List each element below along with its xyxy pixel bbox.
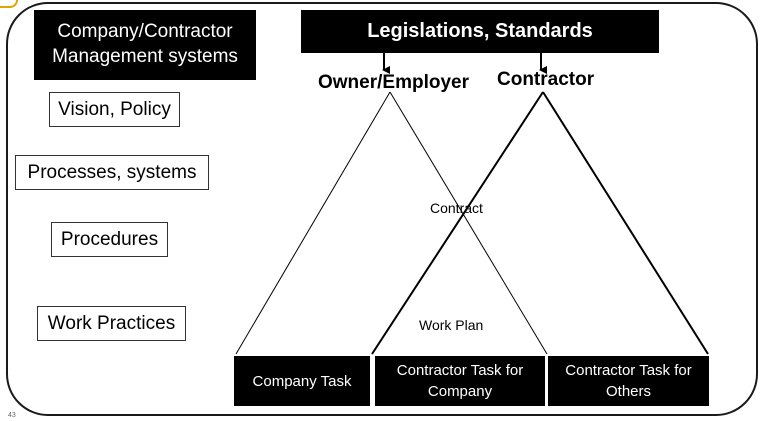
- level-procedures: Procedures: [51, 222, 168, 257]
- contractor-task-company-line-2: Company: [427, 383, 493, 400]
- contractor-label: Contractor: [497, 69, 595, 90]
- owner-triangle-right: [389, 91, 548, 355]
- level-vision-policy: Vision, Policy: [49, 92, 180, 127]
- management-line-1: Company/Contractor: [57, 21, 233, 43]
- work-plan-label: Work Plan: [419, 317, 484, 333]
- level-work-practices: Work Practices: [37, 306, 186, 341]
- level-processes-systems: Processes, systems: [15, 155, 209, 190]
- legislations-standards-box: Legislations, Standards: [301, 10, 659, 53]
- contract-label: Contract: [430, 200, 483, 216]
- contractor-task-others-line-2: Others: [605, 383, 651, 400]
- owner-employer-label: Owner/Employer: [318, 72, 469, 93]
- rounded-frame: [6, 2, 758, 416]
- page-number: 43: [8, 412, 16, 419]
- contractor-task-company-line-1: Contractor Task for: [396, 362, 524, 379]
- contractor-triangle-left: [371, 91, 544, 355]
- owner-triangle-left: [235, 91, 391, 355]
- contractor-task-others-line-1: Contractor Task for: [565, 362, 692, 379]
- contractor-triangle-right: [542, 91, 709, 355]
- contractor-task-others-box: Contractor Task for Others: [548, 356, 709, 406]
- contractor-task-company-box: Contractor Task for Company: [375, 356, 545, 406]
- management-systems-box: Company/Contractor Management systems: [34, 10, 256, 80]
- company-task-box: Company Task: [234, 356, 370, 406]
- management-line-2: Management systems: [52, 46, 238, 67]
